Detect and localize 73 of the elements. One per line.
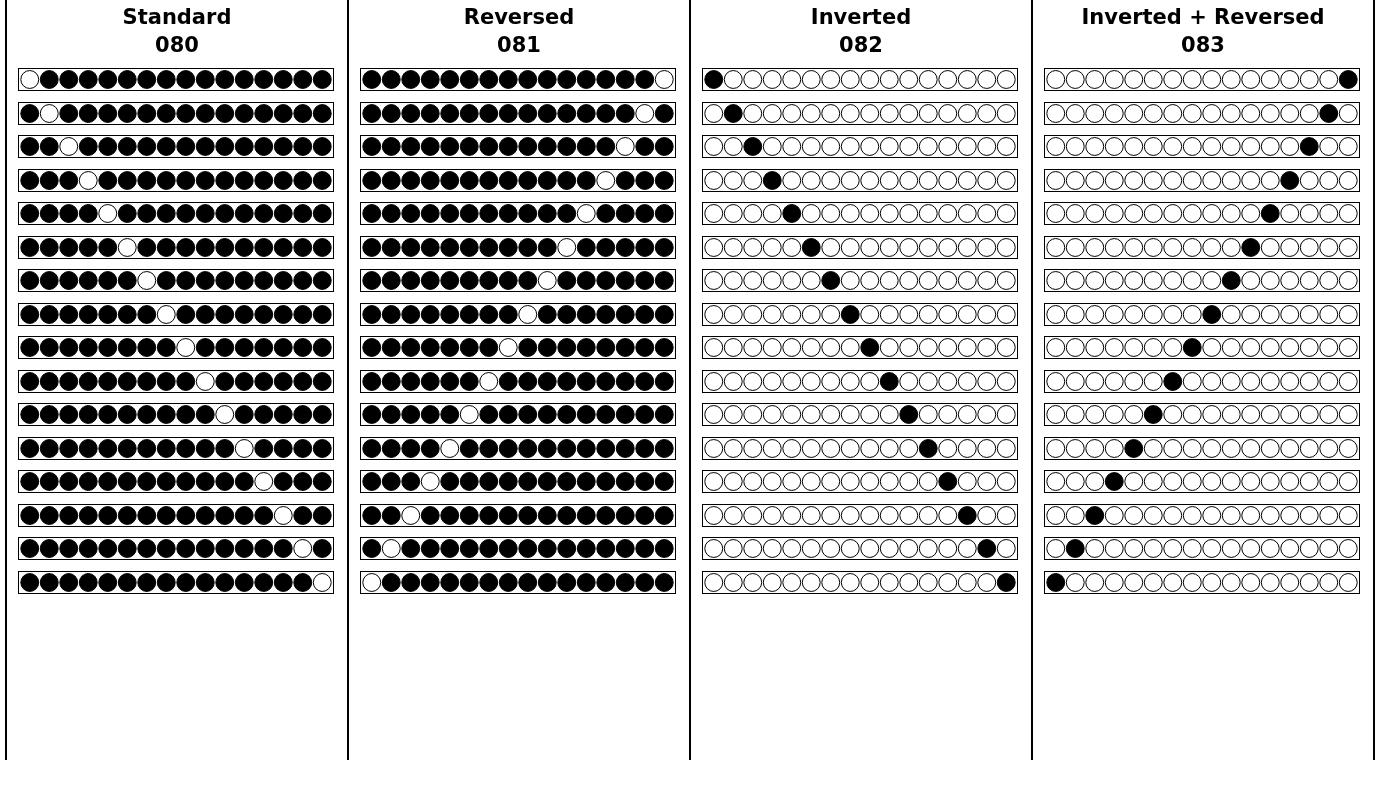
led-row-drawing [360, 202, 676, 225]
column-heading: Standard [121, 4, 233, 31]
led-row-drawing [1044, 135, 1360, 158]
led-row-drawing [360, 168, 676, 192]
led-row-drawing [18, 235, 334, 259]
led-row-drawing [702, 269, 1018, 292]
led-row-drawing [1044, 302, 1360, 326]
led-row-drawing [1044, 403, 1360, 426]
led-row-drawing [18, 336, 334, 359]
led-row-drawing [18, 503, 334, 527]
led-row-drawing [18, 168, 334, 192]
pattern-code: 080 [154, 32, 200, 59]
column-heading: Inverted + Reversed [1080, 4, 1326, 31]
led-row-drawing [360, 235, 676, 259]
led-row-drawing [1044, 436, 1360, 460]
led-row-drawing [18, 269, 334, 292]
led-row-drawing [702, 470, 1018, 493]
led-row-drawing [702, 369, 1018, 393]
pattern-code: 082 [838, 32, 884, 59]
column-heading: Reversed [462, 4, 576, 31]
column-panel [1031, 0, 1375, 760]
led-row-drawing [18, 403, 334, 426]
led-row-drawing [18, 570, 334, 594]
led-row-drawing [18, 436, 334, 460]
led-row-drawing [360, 470, 676, 493]
led-row-drawing [360, 101, 676, 125]
led-row-drawing [360, 68, 676, 91]
led-row-drawing [18, 101, 334, 125]
led-row-drawing [702, 537, 1018, 560]
led-row-drawing [18, 302, 334, 326]
led-row-drawing [18, 135, 334, 158]
led-row-drawing [1044, 470, 1360, 493]
led-row-drawing [702, 302, 1018, 326]
led-row-drawing [1044, 369, 1360, 393]
led-row-drawing [18, 369, 334, 393]
led-row-drawing [1044, 336, 1360, 359]
led-row-drawing [702, 235, 1018, 259]
led-row-drawing [18, 202, 334, 225]
pattern-code: 083 [1180, 32, 1226, 59]
led-row-drawing [1044, 101, 1360, 125]
led-row-drawing [360, 135, 676, 158]
led-row-drawing [702, 101, 1018, 125]
led-row-drawing [360, 403, 676, 426]
led-row-drawing [18, 470, 334, 493]
led-row-drawing [702, 570, 1018, 594]
column-heading: Inverted [809, 4, 913, 31]
led-row-drawing [702, 168, 1018, 192]
led-row-drawing [1044, 570, 1360, 594]
led-row-drawing [360, 369, 676, 393]
led-row-drawing [1044, 235, 1360, 259]
led-row-drawing [360, 570, 676, 594]
led-row-drawing [18, 68, 334, 91]
led-row-drawing [702, 436, 1018, 460]
led-row-drawing [702, 403, 1018, 426]
led-row-drawing [360, 302, 676, 326]
led-row-drawing [702, 202, 1018, 225]
led-row-drawing [18, 537, 334, 560]
led-row-drawing [360, 336, 676, 359]
led-row-drawing [1044, 68, 1360, 91]
led-row-drawing [1044, 168, 1360, 192]
led-row-drawing [702, 135, 1018, 158]
pattern-code: 081 [496, 32, 542, 59]
led-row-drawing [1044, 537, 1360, 560]
led-row-drawing [1044, 269, 1360, 292]
led-row-drawing [702, 503, 1018, 527]
led-row-drawing [1044, 202, 1360, 225]
led-row-drawing [360, 436, 676, 460]
led-row-drawing [702, 68, 1018, 91]
led-row-drawing [702, 336, 1018, 359]
led-row-drawing [360, 537, 676, 560]
led-row-drawing [360, 503, 676, 527]
led-row-drawing [360, 269, 676, 292]
led-row-drawing [1044, 503, 1360, 527]
